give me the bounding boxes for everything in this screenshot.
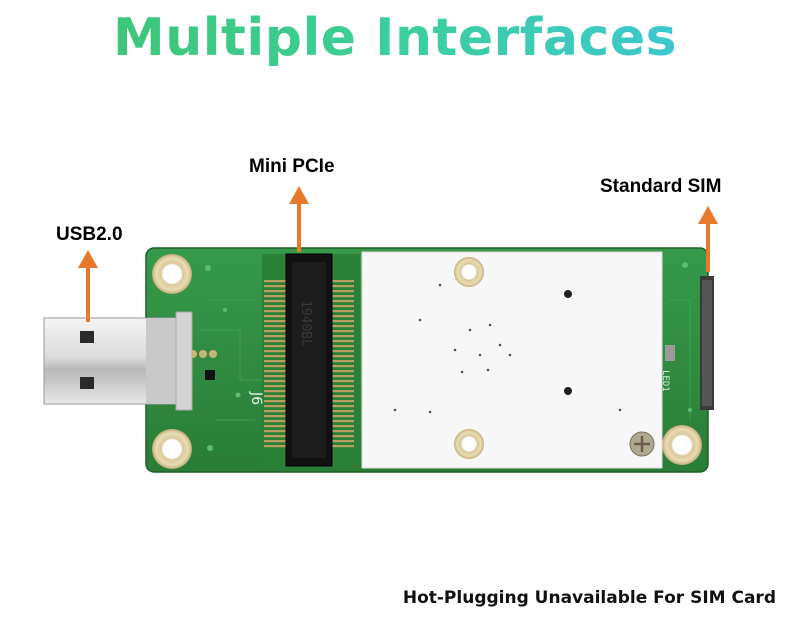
sim-arrow <box>698 206 718 272</box>
sim-card-module <box>361 251 663 469</box>
screw <box>629 431 655 457</box>
header-label: J6 <box>248 391 264 405</box>
footer-note: Hot-Plugging Unavailable For SIM Card <box>402 588 776 608</box>
callout-arrows <box>78 186 718 322</box>
mini-pcie-arrow <box>289 186 309 252</box>
sim-callout-label: Standard SIM <box>600 176 722 197</box>
page-title: Multiple Interfaces <box>0 8 790 68</box>
usb-plug <box>43 311 193 411</box>
mini-pcie-callout-label: Mini PCIe <box>249 156 335 177</box>
connector-code: 1940BL <box>298 300 313 347</box>
mounting-holes <box>152 254 702 469</box>
mini-pcie-slot: 1940BL <box>262 253 360 467</box>
usb-callout-label: USB2.0 <box>56 224 123 245</box>
led-label: LED1 <box>660 370 670 392</box>
sim-slot: LED1 <box>660 276 714 410</box>
usb-arrow <box>78 250 98 322</box>
